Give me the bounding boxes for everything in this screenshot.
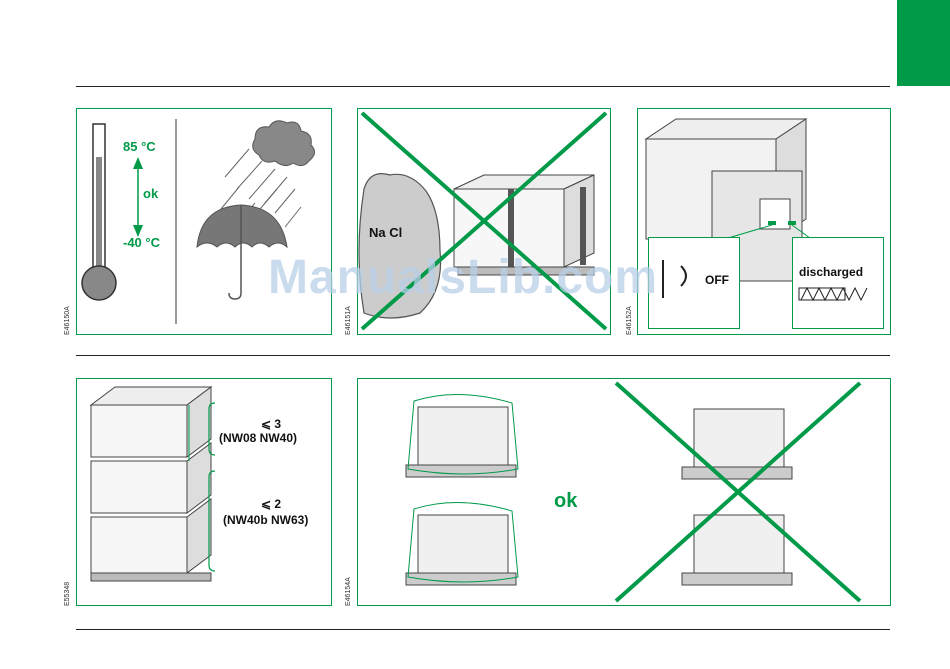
off-label: OFF [705, 273, 729, 287]
figure-code: E46152A [626, 306, 633, 335]
figure-code: E46151A [345, 306, 352, 335]
off-callout: OFF [648, 237, 740, 329]
stack-two-limit: ⩽ 2 [261, 497, 281, 511]
watermark: ManualsLib.com [268, 250, 658, 305]
temperature-min: -40 °C [123, 235, 160, 250]
section-tab [897, 0, 950, 86]
stack-three-models: (NW08 NW40) [219, 431, 297, 445]
figure-code: E55348 [64, 582, 71, 606]
packing-ok: ok [554, 490, 577, 513]
stacking-panel: ⩽ 3 (NW08 NW40) ⩽ 2 (NW40b NW63) [76, 378, 332, 606]
temperature-max: 85 °C [123, 139, 156, 154]
packing-panel: ok [357, 378, 891, 606]
temperature-ok: ok [143, 186, 158, 201]
figure-code: E46154A [345, 577, 352, 606]
figure-code: E46150A [64, 306, 71, 335]
top-rule [76, 86, 890, 87]
salt-label: Na Cl [369, 225, 402, 240]
stack-two-models: (NW40b NW63) [223, 513, 308, 527]
discharged-callout: discharged [792, 237, 884, 329]
middle-rule [76, 355, 890, 356]
breaker-state-panel: OFF discharged [637, 108, 891, 335]
bottom-rule [76, 629, 890, 630]
stack-three-limit: ⩽ 3 [261, 417, 281, 431]
